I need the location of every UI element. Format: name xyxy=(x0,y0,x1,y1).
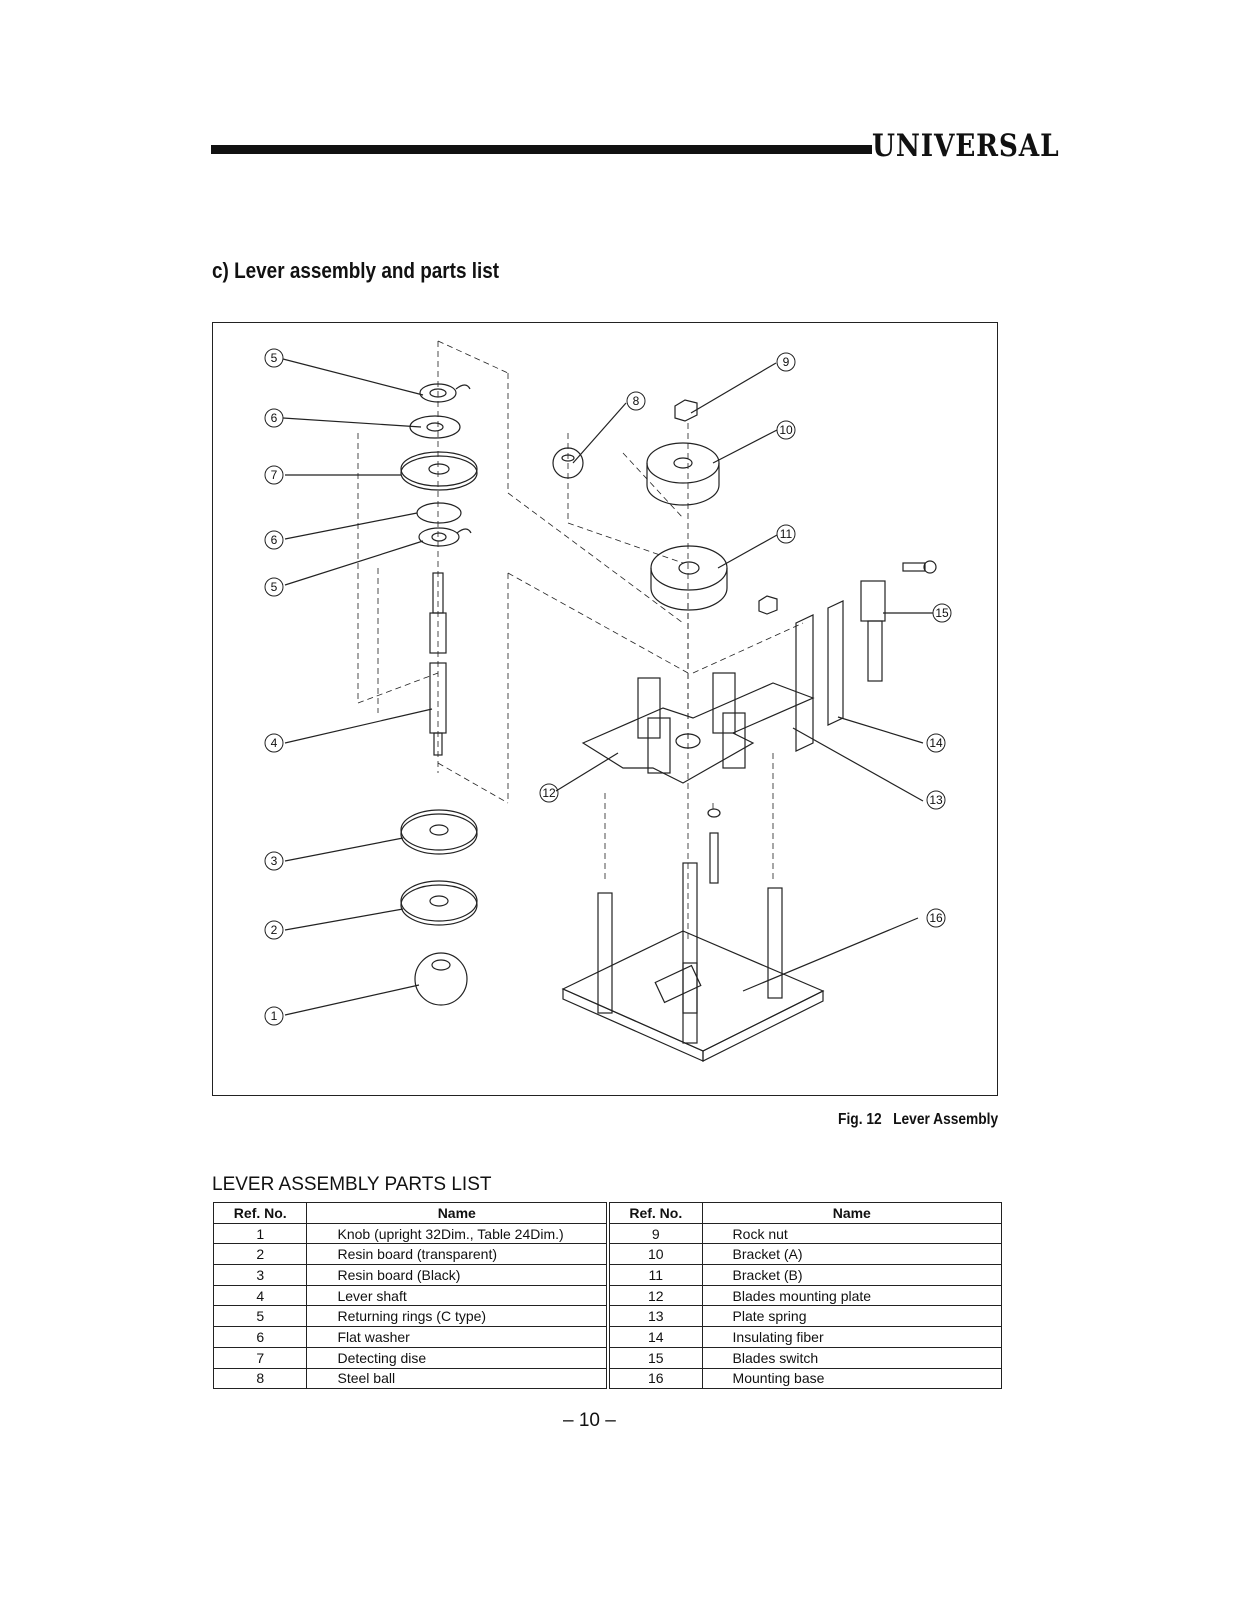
header-ref-no: Ref. No. xyxy=(212,1202,308,1224)
callout-2: 2 xyxy=(271,923,278,937)
name-cell: Knob (upright 32Dim., Table 24Dim.) xyxy=(306,1222,609,1245)
ref-cell: 15 xyxy=(606,1346,703,1369)
ref-cell: 2 xyxy=(212,1243,308,1266)
name-cell: Detecting dise xyxy=(306,1346,609,1369)
name-cell: Steel ball xyxy=(306,1367,609,1390)
parts-list-title: LEVER ASSEMBLY PARTS LIST xyxy=(212,1174,492,1195)
brand-logo: UNIVERSAL xyxy=(872,128,1060,164)
exploded-view-drawing: 5 6 7 6 5 4 3 2 1 8 9 10 11 12 13 14 15 … xyxy=(264,340,952,1062)
figure-caption: Fig. 12 Lever Assembly xyxy=(837,1111,998,1128)
ref-cell: 10 xyxy=(606,1243,703,1266)
callout-15: 15 xyxy=(935,606,949,620)
callout-5-top: 5 xyxy=(271,351,278,365)
name-cell: Bracket (A) xyxy=(701,1243,1003,1266)
header-ref-no-2: Ref. No. xyxy=(606,1202,703,1224)
ref-cell: 12 xyxy=(606,1284,703,1307)
callout-1: 1 xyxy=(271,1009,278,1023)
page-number: – 10 – xyxy=(563,1410,616,1431)
callout-8: 8 xyxy=(633,394,640,408)
name-cell: Mounting base xyxy=(701,1367,1003,1390)
ref-cell: 3 xyxy=(212,1264,308,1286)
name-cell: Rock nut xyxy=(701,1222,1003,1245)
ref-cell: 9 xyxy=(606,1222,703,1245)
name-cell: Resin board (transparent) xyxy=(306,1243,609,1266)
ref-cell: 1 xyxy=(212,1222,308,1245)
callout-10: 10 xyxy=(779,423,793,437)
section-title: c) Lever assembly and parts list xyxy=(212,258,500,283)
header-name-2: Name xyxy=(701,1202,1003,1224)
name-cell: Blades switch xyxy=(701,1346,1003,1369)
name-cell: Plate spring xyxy=(701,1305,1003,1328)
callout-11: 11 xyxy=(780,527,793,541)
ref-cell: 13 xyxy=(606,1305,703,1328)
callout-6-bottom: 6 xyxy=(271,533,278,547)
callout-12: 12 xyxy=(542,786,556,800)
header-name: Name xyxy=(306,1202,609,1224)
ref-cell: 5 xyxy=(212,1305,308,1328)
table-header-row: Ref. No. Name Ref. No. Name xyxy=(212,1202,1003,1224)
ref-cell: 14 xyxy=(606,1326,703,1348)
lever-assembly-figure: 5 6 7 6 5 4 3 2 1 8 9 10 11 12 13 14 15 … xyxy=(212,322,998,1096)
callout-9: 9 xyxy=(783,355,790,369)
callout-labels: 5 6 7 6 5 4 3 2 1 8 9 10 11 12 13 14 15 … xyxy=(264,348,952,1026)
callout-3: 3 xyxy=(271,854,278,868)
callout-6-top: 6 xyxy=(271,411,278,425)
name-cell: Flat washer xyxy=(306,1326,609,1348)
callout-4: 4 xyxy=(271,736,278,750)
callout-16: 16 xyxy=(929,911,943,925)
header-rule xyxy=(211,145,872,154)
ref-cell: 16 xyxy=(606,1367,703,1390)
callout-7: 7 xyxy=(271,468,278,482)
name-cell: Resin board (Black) xyxy=(306,1264,609,1286)
name-cell: Bracket (B) xyxy=(701,1264,1003,1286)
name-cell: Blades mounting plate xyxy=(701,1284,1003,1307)
name-cell: Lever shaft xyxy=(306,1284,609,1307)
name-cell: Insulating fiber xyxy=(701,1326,1003,1348)
callout-14: 14 xyxy=(929,736,943,750)
ref-cell: 11 xyxy=(606,1264,703,1286)
ref-cell: 6 xyxy=(212,1326,308,1348)
name-cell: Returning rings (C type) xyxy=(306,1305,609,1328)
ref-cell: 7 xyxy=(212,1346,308,1369)
ref-cell: 4 xyxy=(212,1284,308,1307)
callout-5-bottom: 5 xyxy=(271,580,278,594)
ref-cell: 8 xyxy=(212,1367,308,1390)
callout-13: 13 xyxy=(929,793,943,807)
